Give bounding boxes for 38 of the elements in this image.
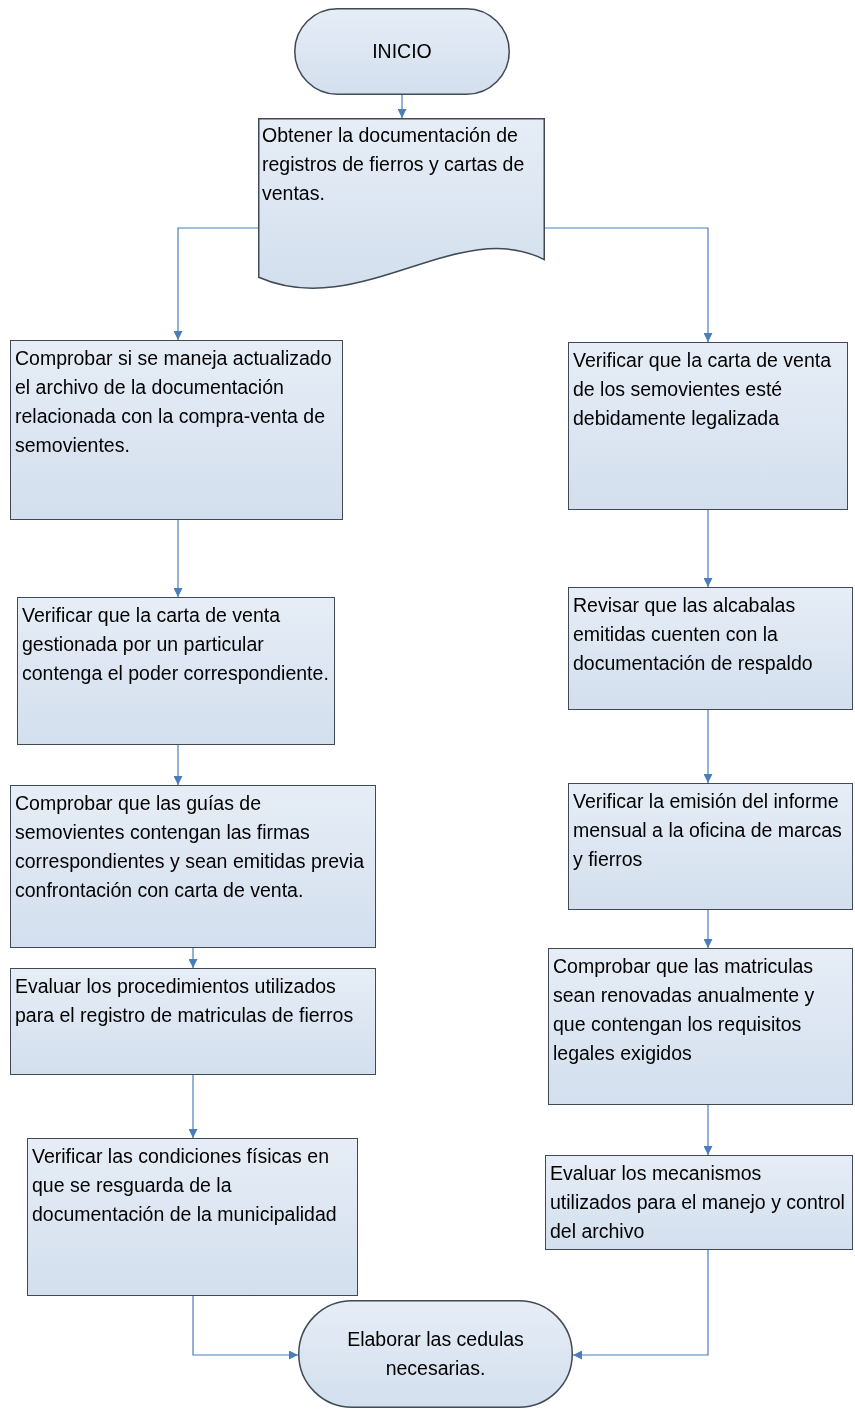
step-text: Verificar que la carta de venta de los semovientes esté debidamente legalizada	[572, 348, 832, 431]
process-box	[27, 1138, 358, 1296]
step-text: Verificar las condiciones físicas en que se resguarda de la documentación de la municipalidad	[31, 1144, 338, 1227]
step-text: Comprobar que las guías de semovientes contengan las firmas correspondientes y sean emitidas previa confrontación con carta de venta.	[14, 791, 366, 903]
arrow	[173, 744, 183, 786]
process-box	[568, 587, 853, 710]
arrow	[397, 94, 407, 119]
arrow	[192, 1295, 299, 1360]
step-text: Evaluar los mecanismos utilizados para el manejo y control del archivo	[549, 1161, 846, 1244]
arrow	[703, 509, 713, 588]
process-box	[10, 340, 343, 520]
process-box	[17, 597, 335, 745]
arrow	[173, 519, 183, 598]
arrow	[173, 227, 259, 341]
arrow	[188, 1074, 198, 1139]
step-text: Evaluar los procedimientos utilizados para el registro de matriculas de fierros	[14, 974, 355, 1028]
arrow	[703, 709, 713, 784]
process-box	[10, 968, 376, 1075]
step-text: Verificar la emisión del informe mensual a la oficina de marcas y fierros	[572, 789, 843, 872]
step-text: Comprobar si se maneja actualizado el archivo de la documentación relacionada con la compra-venta de semovientes.	[14, 346, 333, 458]
process-box	[568, 342, 848, 510]
step-text: Elaborar las cedulas necesarias.	[346, 1327, 525, 1381]
arrow	[544, 227, 713, 343]
process-box	[545, 1155, 853, 1250]
step-text: Verificar que la carta de venta gestionada por un particular contenga el poder correspondiente.	[21, 603, 330, 686]
step-text: Comprobar que las matriculas sean renovadas anualmente y que contengan los requisitos legales exigidos	[552, 954, 816, 1066]
process-box	[548, 948, 853, 1105]
arrow	[572, 1249, 709, 1360]
arrow	[703, 1104, 713, 1156]
step-text: Revisar que las alcabalas emitidas cuenten con la documentación de respaldo	[572, 593, 814, 676]
step-text: Obtener la documentación de registros de fierros y cartas de ventas.	[261, 123, 526, 206]
terminator-shape	[298, 1300, 573, 1408]
process-box	[10, 785, 376, 948]
arrow	[703, 909, 713, 949]
arrow	[188, 947, 198, 969]
step-text: INICIO	[372, 39, 432, 64]
process-box	[568, 783, 853, 910]
terminator-shape	[294, 8, 510, 95]
